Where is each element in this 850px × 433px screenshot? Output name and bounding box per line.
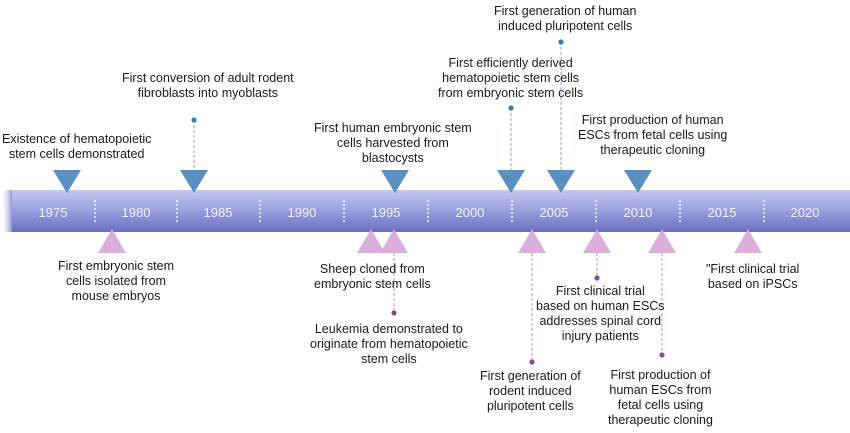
leader-dot: [191, 117, 197, 123]
year-label-2000: 2000: [455, 205, 485, 220]
year-label-2020: 2020: [790, 205, 820, 220]
up-triangle-marker: [734, 229, 762, 253]
year-label-1990: 1990: [287, 205, 317, 220]
down-triangle-marker: [53, 170, 81, 193]
up-triangle-marker: [518, 229, 546, 253]
down-triangle-marker: [547, 170, 575, 193]
year-label-1995: 1995: [371, 205, 401, 220]
year-label-1975: 1975: [38, 205, 68, 220]
leader-dot: [529, 359, 535, 365]
year-label-1980: 1980: [121, 205, 151, 220]
timeline-bar: [12, 190, 850, 232]
up-triangle-marker: [648, 229, 676, 253]
up-triangle-marker: [357, 229, 385, 253]
leader-dot: [594, 275, 600, 281]
up-triangle-marker: [98, 229, 126, 253]
up-triangle-marker: [380, 229, 408, 253]
leader-dot: [391, 310, 397, 316]
year-label-2015: 2015: [707, 205, 737, 220]
leader-dot: [558, 39, 564, 45]
year-label-1985: 1985: [203, 205, 233, 220]
leader-dot: [659, 352, 665, 358]
down-triangle-marker: [381, 170, 409, 193]
down-triangle-marker: [624, 170, 652, 193]
down-triangle-marker: [180, 170, 208, 193]
year-label-2010: 2010: [623, 205, 653, 220]
down-triangle-marker: [497, 170, 525, 193]
leader-dot: [508, 105, 514, 111]
timeline-arrow-tail: [0, 190, 12, 232]
up-triangle-marker: [583, 229, 611, 253]
year-label-2005: 2005: [539, 205, 569, 220]
